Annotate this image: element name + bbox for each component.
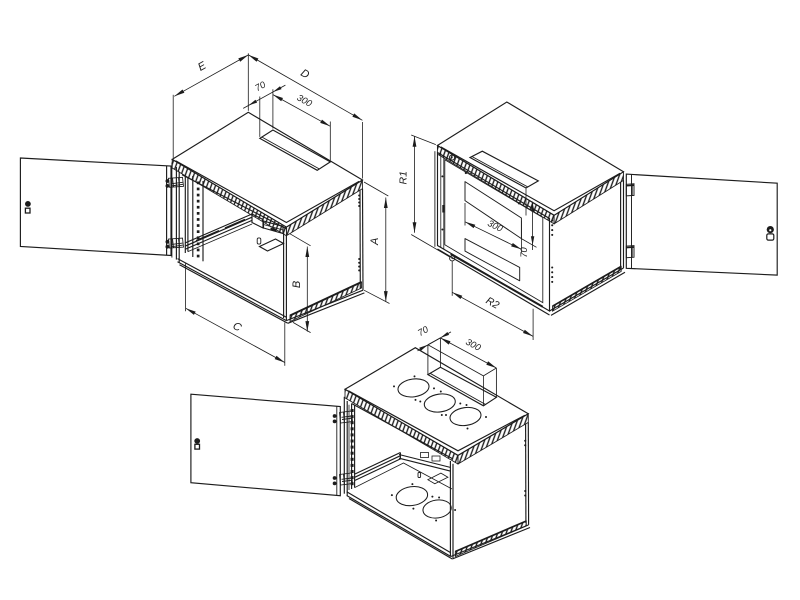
svg-text:B: B <box>291 281 303 288</box>
svg-text:70: 70 <box>519 247 529 258</box>
svg-text:A: A <box>369 238 381 246</box>
svg-text:R1: R1 <box>398 171 410 184</box>
svg-text:R2: R2 <box>484 295 502 312</box>
